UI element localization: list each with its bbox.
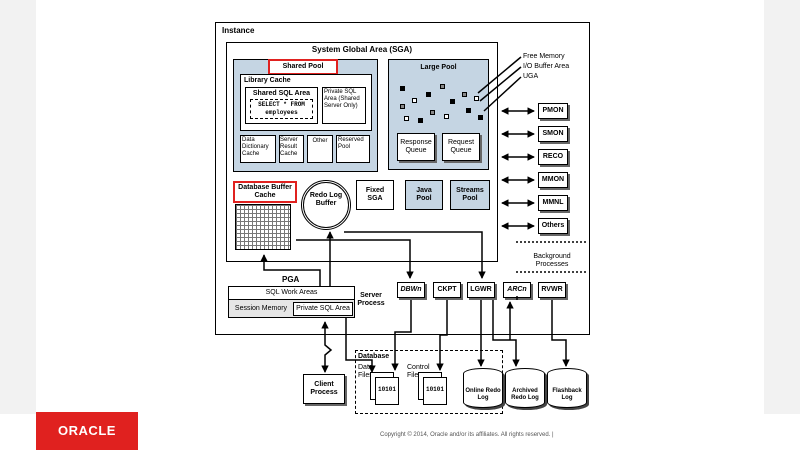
private-sql-area-box: [322, 87, 366, 124]
large-pool-title: Large Pool: [420, 64, 457, 71]
pga-private-sql-box: [293, 302, 353, 316]
sql-statement-box: [250, 99, 313, 119]
slide-left-margin: [0, 0, 36, 414]
memory-dot: [418, 118, 423, 123]
memory-dot: [478, 115, 483, 120]
online-redo-log-label: Online Redo Log: [465, 388, 501, 401]
memory-dot: [430, 110, 435, 115]
ckpt-process: CKPT: [433, 282, 461, 298]
other-box: [307, 135, 333, 163]
streams-pool-label: Streams Pool: [456, 187, 484, 202]
streams-pool-box: [450, 180, 490, 210]
java-pool-box: [405, 180, 443, 210]
redo-log-buffer-label: Redo Log Buffer: [309, 192, 343, 207]
control-files-label: Control Files: [407, 364, 430, 379]
sga-title: System Global Area (SGA): [311, 45, 413, 54]
flashback-log-label: Flashback Log: [552, 388, 582, 401]
memory-dot: [404, 116, 409, 121]
pga-private-sql-label: Private SQL Area: [296, 305, 350, 312]
reco-process: RECO: [538, 149, 568, 165]
server-process-label: Server Process: [357, 292, 385, 307]
archived-redo-log-cylinder: [505, 368, 545, 408]
java-pool-label: Java Pool: [416, 187, 432, 202]
control-file-bits: 10101: [425, 386, 444, 393]
memory-dot: [462, 92, 467, 97]
memory-dot: [440, 84, 445, 89]
lgwr-process: LGWR: [467, 282, 495, 298]
rvwr-process: RVWR: [538, 282, 566, 298]
client-process-box: [303, 374, 345, 404]
memory-dot: [400, 86, 405, 91]
instance-title: Instance: [222, 26, 255, 35]
memory-dot: [426, 92, 431, 97]
shared-sql-area-title: Shared SQL Area: [252, 90, 311, 97]
memory-dot: [444, 114, 449, 119]
reserved-pool-box: [336, 135, 370, 163]
request-queue-box: [442, 133, 480, 161]
response-queue-label: Response Queue: [400, 139, 432, 154]
response-queue-box: [397, 133, 435, 161]
data-dictionary-cache-box: [240, 135, 276, 163]
dbwn-process: DBWn: [397, 282, 425, 298]
database-title: Database: [358, 353, 390, 360]
client-process-label: Client Process: [310, 381, 338, 396]
copyright-text: Copyright © 2014, Oracle and/or its affi…: [380, 432, 554, 438]
server-result-cache-label: Server Result Cache: [280, 137, 298, 157]
memory-dot: [400, 104, 405, 109]
legend-io-buffer-area: I/O Buffer Area: [523, 63, 570, 70]
legend-uga: UGA: [523, 73, 539, 80]
data-file-bits: 10101: [377, 386, 396, 393]
shared-pool-title: Shared Pool: [282, 63, 324, 70]
redo-log-buffer-circle: [301, 180, 351, 230]
legend-free-memory: Free Memory: [523, 53, 565, 60]
memory-dot: [466, 108, 471, 113]
reserved-pool-label: Reserved Pool: [338, 137, 364, 150]
background-processes-label: Background Processes: [533, 253, 571, 268]
buffer-cache-grid: [235, 204, 291, 250]
server-result-cache-box: [279, 135, 304, 163]
others-process: Others: [538, 218, 568, 234]
buffer-cache-highlight: [233, 181, 297, 203]
archived-redo-log-label: Archived Redo Log: [511, 388, 539, 401]
pga-title: PGA: [282, 275, 300, 284]
data-dictionary-cache-label: Data Dictionary Cache: [242, 137, 269, 157]
memory-dot: [474, 96, 479, 101]
sql-line-2: employees: [265, 109, 298, 116]
slide-right-margin: [764, 0, 800, 414]
fixed-sga-label: Fixed SGA: [365, 187, 385, 202]
sql-work-areas-box: [228, 286, 355, 300]
smon-process: SMON: [538, 126, 568, 142]
private-sql-area-label: Private SQL Area (Shared Server Only): [324, 89, 360, 109]
request-queue-label: Request Queue: [447, 139, 475, 154]
memory-dot: [412, 98, 417, 103]
pmon-process: PMON: [538, 103, 568, 119]
buffer-cache-title: Database Buffer Cache: [238, 184, 292, 199]
fixed-sga-box: [356, 180, 394, 210]
other-label: Other: [312, 138, 328, 144]
control-file-page-2: [423, 377, 447, 405]
data-file-page-2: [375, 377, 399, 405]
library-cache-title: Library Cache: [244, 77, 291, 84]
memory-dot: [450, 99, 455, 104]
online-redo-log-cylinder: [463, 368, 503, 408]
oracle-logo: ORACLE: [36, 412, 138, 450]
session-memory-label: Session Memory: [234, 305, 288, 312]
sql-line-1: SELECT * FROM: [258, 101, 305, 108]
mmnl-process: MMNL: [538, 195, 568, 211]
mmon-process: MMON: [538, 172, 568, 188]
sql-work-areas-label: SQL Work Areas: [265, 289, 318, 296]
data-files-label: Data Files: [358, 364, 373, 379]
flashback-log-cylinder: [547, 368, 587, 408]
